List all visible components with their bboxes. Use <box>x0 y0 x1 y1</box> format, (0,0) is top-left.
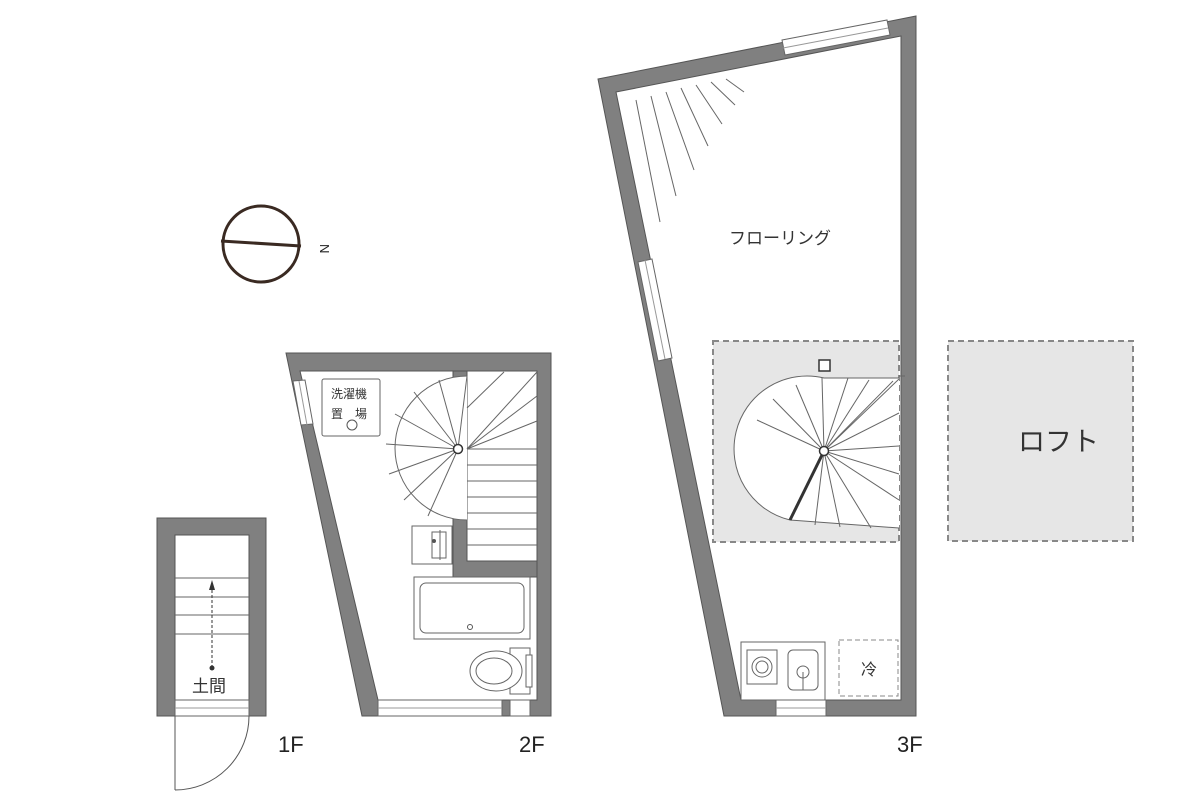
compass-north-icon: N <box>220 204 332 284</box>
wash-basin-2f <box>411 525 453 565</box>
toilet-2f <box>469 647 533 695</box>
window-3f-left <box>637 258 673 362</box>
washer-space: 洗濯機 置 場 <box>321 378 381 437</box>
window-2f-bottom <box>377 699 531 717</box>
loft-ladder-3f <box>635 78 745 223</box>
fridge-label: 冷 <box>861 660 877 679</box>
window-2f <box>292 379 314 426</box>
bathtub-2f <box>413 576 531 640</box>
floor-1f: 土間 1F <box>156 517 304 791</box>
compass-label: N <box>317 244 332 253</box>
room-label-flooring: フローリング <box>729 229 831 249</box>
staircase-1f <box>175 577 249 671</box>
floor-3f: フローリング <box>597 15 923 757</box>
spiral-staircase-3f <box>733 359 905 529</box>
floor-label-1f: 1F <box>278 732 304 757</box>
fridge-space-3f: 冷 <box>838 639 899 697</box>
window-3f-top <box>781 19 891 56</box>
straight-staircase-2f <box>466 371 538 546</box>
kitchen-counter-3f <box>740 641 826 701</box>
window-3f-bottom <box>775 699 827 717</box>
washer-label-line2: 置 場 <box>331 407 367 421</box>
loft: ロフト <box>947 340 1134 542</box>
floor-2f: 洗濯機 置 場 <box>285 352 552 757</box>
loft-label: ロフト <box>1018 427 1099 458</box>
washer-label-line1: 洗濯機 <box>331 386 367 401</box>
floor-label-2f: 2F <box>519 732 545 757</box>
spiral-staircase-2f <box>385 375 468 521</box>
room-label-doma: 土間 <box>192 677 226 697</box>
floor-label-3f: 3F <box>897 732 923 757</box>
loft-area <box>947 340 1134 542</box>
entry-door[interactable] <box>174 715 250 791</box>
